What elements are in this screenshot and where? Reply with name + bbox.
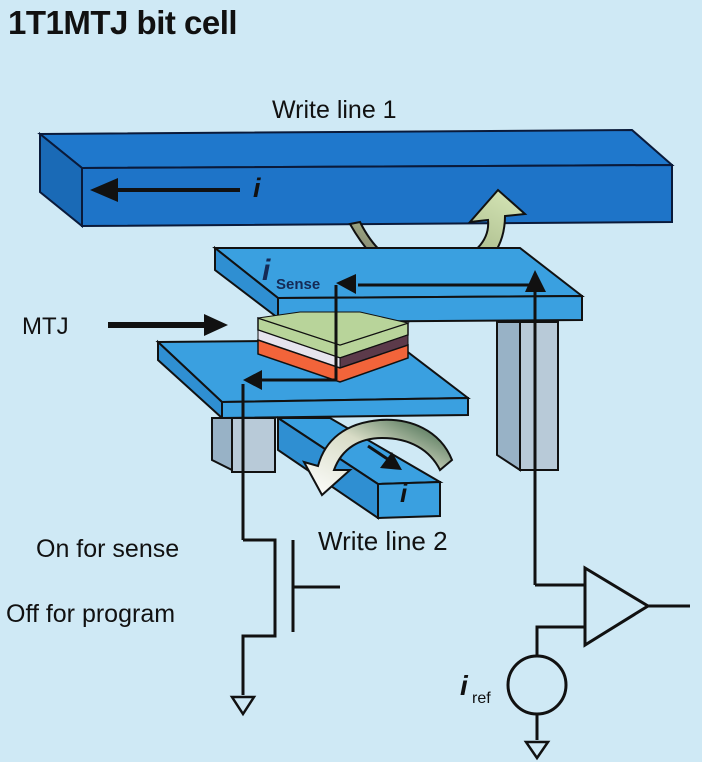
off-for-program-label: Off for program: [6, 600, 176, 628]
ground-symbol-2: [523, 740, 551, 761]
write-line-1-current-arrow: [90, 178, 240, 202]
sense-arrow-left-bottom: [243, 370, 262, 390]
access-transistor: [241, 538, 340, 695]
diagram-title: 1T1MTJ bit cell: [8, 4, 238, 41]
sense-current-path: [241, 283, 537, 585]
mtj-stack: [257, 311, 410, 383]
sense-arrow-up-right: [525, 270, 546, 292]
magnetic-field-arrow-2: [301, 418, 454, 497]
write-line-1-bar: [37, 128, 675, 229]
mtj-pointer-arrow: [108, 314, 228, 336]
right-via-pillar: [496, 321, 559, 472]
on-for-sense-label: On for sense: [36, 535, 180, 563]
write-line-2-current-arrow: [367, 444, 402, 470]
sense-current-subscript: Sense: [276, 276, 321, 293]
sense-amplifier: [506, 565, 690, 740]
write-line-2-current-label: i: [400, 478, 408, 508]
sense-arrow-left-top: [336, 274, 356, 294]
mtj-label: MTJ: [22, 313, 69, 340]
write-line-1-current-label: i: [253, 173, 261, 203]
reference-current-label: i: [460, 670, 468, 701]
write-line-2-label: Write line 2: [318, 526, 448, 556]
sense-current-label: i: [262, 254, 271, 287]
reference-current-subscript: ref: [472, 690, 491, 707]
ground-symbol-1: [229, 695, 257, 717]
write-line-1-label: Write line 1: [272, 96, 397, 124]
